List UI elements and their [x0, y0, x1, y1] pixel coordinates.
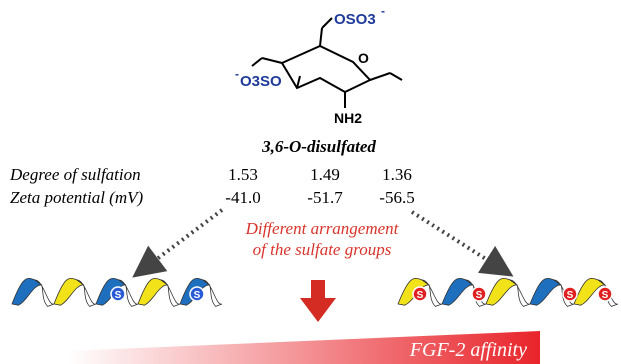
property-table: Degree of sulfation 1.53 1.49 1.36 Zeta …: [9, 165, 415, 207]
helix-band: [137, 277, 169, 306]
row-2-value-3: -56.5: [379, 188, 414, 207]
sulfate-badge: [189, 286, 205, 302]
helix-band: [529, 277, 563, 306]
right-dotted-arrow: [410, 210, 514, 277]
sulfate-badge-label: S: [602, 290, 609, 301]
ring-bonds: [251, 17, 403, 108]
helix-band-back: [75, 279, 97, 307]
helix-band: [441, 277, 475, 306]
row-1-label: Degree of sulfation: [9, 165, 141, 184]
sulfate-badge-label: S: [567, 290, 574, 301]
row-1-value-3: 1.36: [382, 165, 412, 184]
helix-band-back: [117, 279, 139, 307]
sulfate-badge: [110, 286, 126, 302]
group-top-label: OSO3: [334, 11, 376, 28]
row-1-value-1: 1.53: [228, 165, 258, 184]
group-left-charge: -: [235, 67, 239, 81]
group-top-charge: -: [381, 4, 385, 18]
affinity-wedge: [68, 331, 540, 364]
sulfate-badge-label: S: [476, 290, 483, 301]
sulfate-badge: [597, 286, 613, 302]
helix-band-back: [33, 279, 55, 307]
annotation-line-2: of the sulfate groups: [253, 240, 392, 259]
ring-oxygen-label: O: [358, 50, 369, 66]
group-left-label: O3SO: [240, 73, 282, 90]
sulfate-badge-label: S: [194, 290, 201, 301]
sulfate-badge-label: S: [115, 290, 122, 301]
helix-band-back: [201, 279, 223, 307]
row-2-value-1: -41.0: [225, 188, 260, 207]
helix-band: [11, 277, 43, 306]
row-2-label: Zeta potential (mV): [10, 188, 143, 207]
helix-band-back: [159, 279, 181, 307]
sulfate-badge: [471, 286, 487, 302]
row-1-value-2: 1.49: [310, 165, 340, 184]
helix-band-back: [420, 279, 443, 307]
sulfate-badge: [412, 286, 428, 302]
left-dotted-arrow: [132, 208, 224, 278]
helix-band: [485, 277, 519, 306]
structure-name: 3,6-O-disulfated: [261, 137, 376, 156]
sulfate-badge-label: S: [417, 290, 424, 301]
annotation-line-1: Different arrangement: [245, 219, 400, 238]
row-2-value-2: -51.7: [307, 188, 343, 207]
sugar-structure: OSO3 - O3SO - NH2 O: [235, 4, 403, 126]
helix-band-back: [508, 279, 531, 307]
sulfate-badge: [562, 286, 578, 302]
down-arrow-icon: [300, 280, 336, 322]
amine-label: NH2: [334, 110, 362, 126]
affinity-label: FGF-2 affinity: [409, 339, 527, 361]
helix-band: [53, 277, 85, 306]
